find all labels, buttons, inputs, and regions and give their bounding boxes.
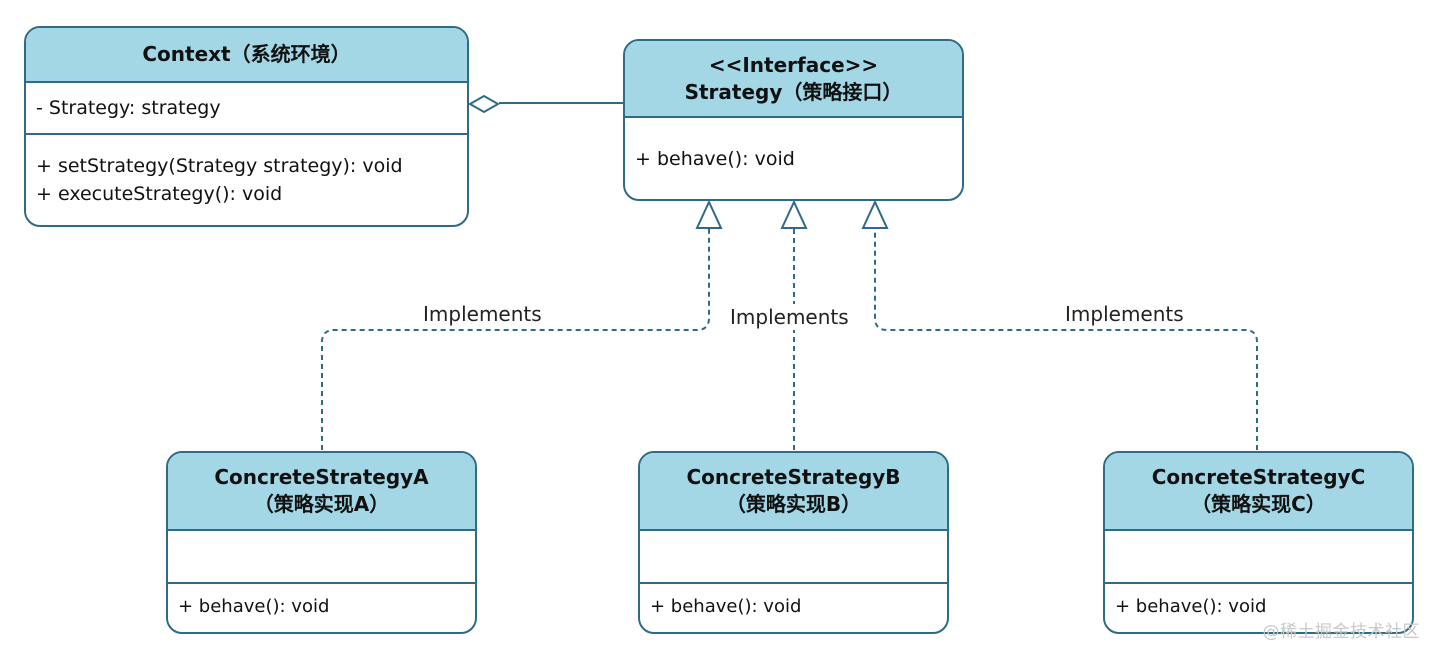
- concrete-strategy-a-name: ConcreteStrategyA: [214, 465, 429, 489]
- context-attributes: - Strategy: strategy: [26, 83, 467, 135]
- concrete-strategy-a-attributes: [168, 531, 475, 584]
- context-attribute-strategy: - Strategy: strategy: [36, 97, 221, 119]
- implements-connector-c: [874, 228, 1258, 450]
- concrete-strategy-c-subtitle: （策略实现C）: [1191, 492, 1326, 516]
- concrete-strategy-b-operations: + behave(): void: [640, 584, 947, 630]
- realization-arrowhead-b-icon: [780, 199, 808, 229]
- concrete-strategy-b-header: ConcreteStrategyB （策略实现B）: [640, 453, 947, 531]
- concrete-strategy-b-subtitle: （策略实现B）: [725, 492, 862, 516]
- strategy-interface-header: <<Interface>> Strategy（策略接口）: [625, 41, 962, 118]
- strategy-operations: + behave(): void: [625, 118, 962, 199]
- concrete-strategy-c-operations: + behave(): void: [1105, 584, 1412, 630]
- concrete-strategy-a-operations: + behave(): void: [168, 584, 475, 630]
- context-operation-set-strategy: + setStrategy(Strategy strategy): void: [36, 155, 403, 177]
- concrete-strategy-b-operation-behave: + behave(): void: [650, 596, 802, 617]
- strategy-interface-title: Strategy（策略接口）: [684, 79, 903, 104]
- context-class-title: Context（系统环境）: [142, 42, 351, 66]
- context-class[interactable]: Context（系统环境） - Strategy: strategy + set…: [24, 26, 469, 227]
- concrete-strategy-a-header: ConcreteStrategyA （策略实现A）: [168, 453, 475, 531]
- concrete-strategy-c-header: ConcreteStrategyC （策略实现C）: [1105, 453, 1412, 531]
- aggregation-diamond-icon: [467, 94, 501, 114]
- implements-label-a: Implements: [420, 301, 545, 327]
- concrete-strategy-c-operation-behave: + behave(): void: [1115, 596, 1267, 617]
- concrete-strategy-b-name: ConcreteStrategyB: [686, 465, 901, 489]
- implements-connector-a: [321, 228, 710, 450]
- strategy-operation-behave: + behave(): void: [635, 147, 795, 170]
- concrete-strategy-c-name: ConcreteStrategyC: [1151, 465, 1366, 489]
- implements-label-c: Implements: [1062, 301, 1187, 327]
- concrete-strategy-a-operation-behave: + behave(): void: [178, 596, 330, 617]
- strategy-interface[interactable]: <<Interface>> Strategy（策略接口） + behave():…: [623, 39, 964, 201]
- context-class-header: Context（系统环境）: [26, 28, 467, 83]
- realization-arrowhead-a-icon: [695, 199, 723, 229]
- context-operation-execute-strategy: + executeStrategy(): void: [36, 183, 283, 205]
- concrete-strategy-a-class[interactable]: ConcreteStrategyA （策略实现A） + behave(): vo…: [166, 451, 477, 634]
- concrete-strategy-c-class[interactable]: ConcreteStrategyC （策略实现C） + behave(): vo…: [1103, 451, 1414, 634]
- concrete-strategy-a-subtitle: （策略实现A）: [253, 492, 390, 516]
- implements-label-b: Implements: [727, 304, 852, 330]
- strategy-stereotype: <<Interface>>: [708, 52, 879, 77]
- concrete-strategy-b-attributes: [640, 531, 947, 584]
- watermark: @稀土掘金技术社区: [1262, 622, 1420, 642]
- concrete-strategy-b-class[interactable]: ConcreteStrategyB （策略实现B） + behave(): vo…: [638, 451, 949, 634]
- concrete-strategy-c-attributes: [1105, 531, 1412, 584]
- realization-arrowhead-c-icon: [861, 199, 889, 229]
- context-operations: + setStrategy(Strategy strategy): void +…: [26, 135, 467, 225]
